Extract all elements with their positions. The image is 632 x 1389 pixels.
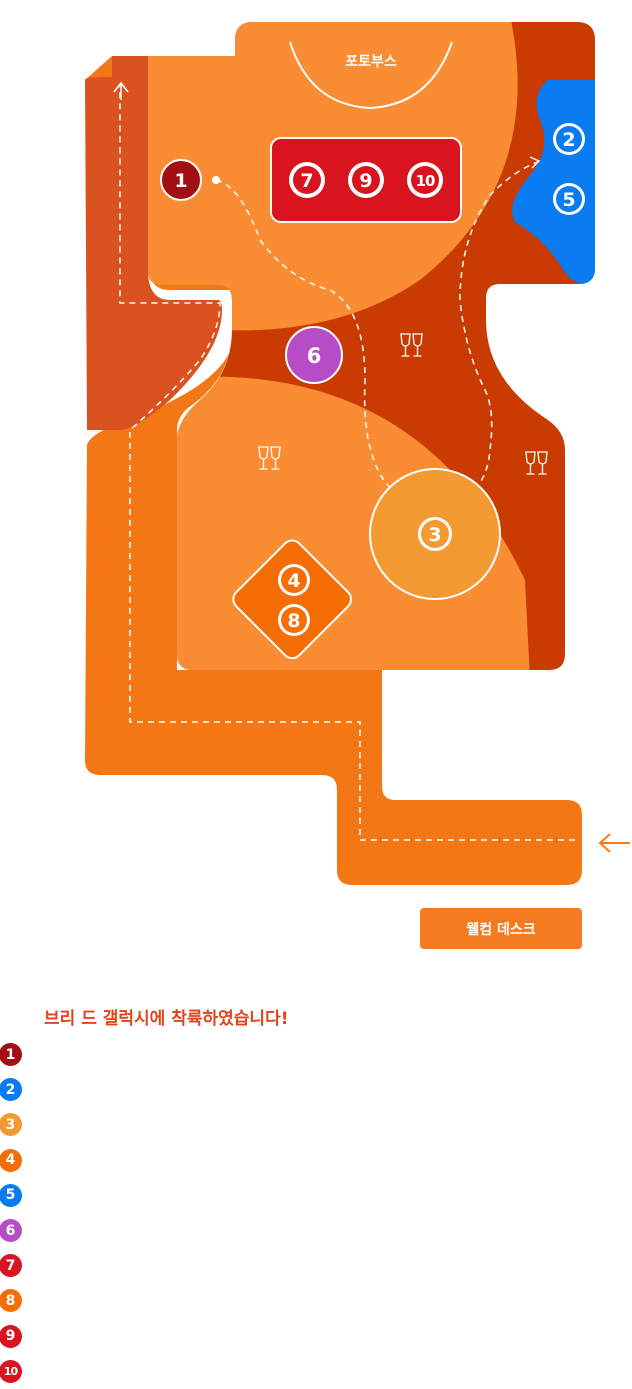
- svg-text:1: 1: [174, 170, 187, 192]
- legend-marker-9: 9: [0, 1324, 22, 1348]
- booth-7[interactable]: 7: [289, 162, 325, 198]
- champagne-glasses-icon: [258, 446, 281, 470]
- legend-item-8[interactable]: 8: [0, 1283, 32, 1318]
- route-arrowhead-icon: [529, 156, 541, 169]
- booth-9[interactable]: 9: [348, 162, 384, 198]
- legend-marker-3: 3: [0, 1113, 22, 1137]
- booth-3[interactable]: 3: [369, 468, 501, 600]
- svg-text:10: 10: [416, 172, 435, 190]
- svg-text:5: 5: [562, 189, 575, 211]
- legend-marker-5: 5: [0, 1183, 22, 1207]
- welcome-desk-button[interactable]: 웰컴 데스크: [420, 908, 582, 949]
- legend-item-5[interactable]: 5: [0, 1178, 32, 1213]
- legend-marker-2: 2: [0, 1078, 22, 1102]
- legend-item-3[interactable]: 3: [0, 1107, 32, 1142]
- legend-item-9[interactable]: 9: [0, 1319, 32, 1354]
- booth-1-dot: [212, 176, 220, 184]
- photobooth-label: 포토부스: [345, 54, 397, 70]
- booth-10[interactable]: 10: [407, 162, 443, 198]
- legend-marker-6: 6: [0, 1219, 22, 1243]
- booth-8[interactable]: 8: [278, 604, 310, 636]
- svg-text:6: 6: [307, 344, 322, 368]
- champagne-glasses-icon: [525, 451, 548, 475]
- legend-item-2[interactable]: 2: [0, 1072, 32, 1107]
- booth-2[interactable]: 2: [553, 123, 585, 155]
- legend-item-4[interactable]: 4: [0, 1143, 32, 1178]
- exit-arrow-icon: [113, 81, 129, 100]
- booth-6[interactable]: 6: [285, 326, 343, 384]
- svg-text:9: 9: [359, 170, 372, 192]
- venue-map: 포토부스 1 7 9 10 2: [85, 22, 630, 885]
- booth-group-7-9-10[interactable]: 7 9 10: [270, 137, 462, 223]
- champagne-glasses-icon: [400, 333, 423, 357]
- legend-item-7[interactable]: 7: [0, 1248, 32, 1283]
- legend-list: 1 2 3 4 5 6 7 8 9 10: [0, 1037, 32, 1389]
- photobooth-arc: [289, 41, 453, 110]
- legend-marker-1: 1: [0, 1043, 22, 1067]
- svg-text:2: 2: [562, 129, 575, 151]
- legend-marker-7: 7: [0, 1254, 22, 1278]
- booth-5[interactable]: 5: [553, 183, 585, 215]
- legend-item-6[interactable]: 6: [0, 1213, 32, 1248]
- booth-1[interactable]: 1: [160, 159, 202, 201]
- legend-marker-4: 4: [0, 1148, 22, 1172]
- booth-group-4-8[interactable]: 4 8: [229, 536, 355, 662]
- legend-marker-8: 8: [0, 1289, 22, 1313]
- svg-text:8: 8: [287, 610, 300, 632]
- svg-text:7: 7: [300, 170, 313, 192]
- entrance-arrow-icon[interactable]: [598, 833, 630, 853]
- svg-text:4: 4: [287, 570, 300, 592]
- booth-4[interactable]: 4: [278, 564, 310, 596]
- legend-title: 브리 드 갤럭시에 착륙하였습니다!: [44, 1009, 289, 1029]
- legend-marker-10: 10: [0, 1359, 22, 1383]
- legend-item-1[interactable]: 1: [0, 1037, 32, 1072]
- svg-text:3: 3: [428, 524, 441, 546]
- legend-item-10[interactable]: 10: [0, 1354, 32, 1389]
